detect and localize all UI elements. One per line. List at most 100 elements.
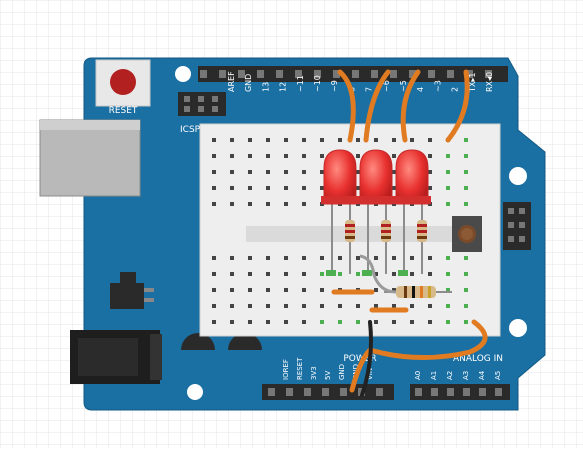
power-pin-label: 3V3: [310, 366, 318, 380]
breadboard-hole: [248, 304, 252, 308]
breadboard-hole: [338, 256, 342, 260]
header-pin: [295, 70, 302, 78]
breadboard-hole: [338, 304, 342, 308]
header-pin: [268, 388, 275, 396]
power-pin-label: VIN: [366, 368, 374, 380]
breadboard-hole: [446, 186, 450, 190]
header-pin: [447, 388, 454, 396]
breadboard-hole: [248, 154, 252, 158]
breadboard-hole: [302, 202, 306, 206]
digital-pin-label: 4: [416, 87, 425, 92]
breadboard-hole: [356, 154, 360, 158]
header-pin: [257, 70, 264, 78]
breadboard-hole: [302, 138, 306, 142]
breadboard-hole: [302, 256, 306, 260]
jumper-wires-orange: [337, 69, 488, 393]
breadboard-hole: [446, 304, 450, 308]
reset-label: RESET: [109, 106, 138, 116]
usb-connector: [39, 119, 141, 197]
breadboard-hole: [284, 320, 288, 324]
breadboard-hole: [212, 202, 216, 206]
breadboard-hole: [230, 202, 234, 206]
breadboard-hole: [464, 154, 468, 158]
digital-pin-label: AREF: [227, 71, 236, 92]
analog-pin-label: A5: [494, 371, 502, 380]
breadboard-hole: [266, 272, 270, 276]
breadboard-hole: [428, 138, 432, 142]
breadboard-hole: [464, 138, 468, 142]
breadboard-hole: [212, 256, 216, 260]
breadboard-hole: [284, 202, 288, 206]
breadboard-hole: [320, 186, 324, 190]
header-pin: [314, 70, 321, 78]
breadboard-hole: [284, 154, 288, 158]
breadboard-hole: [320, 170, 324, 174]
breadboard-hole: [392, 138, 396, 142]
digital-pin-label: ~10: [313, 75, 322, 92]
analog-pin-label: A2: [446, 371, 454, 380]
breadboard-hole: [338, 138, 342, 142]
breadboard-hole: [302, 320, 306, 324]
header-pin: [479, 388, 486, 396]
digital-pin-label: ~6: [382, 80, 391, 92]
breadboard-hole: [320, 320, 324, 324]
header-pin: [200, 70, 207, 78]
breadboard-hole: [464, 320, 468, 324]
breadboard-hole: [212, 288, 216, 292]
analog-pin-label: A4: [478, 370, 486, 380]
digital-pin-label: 13: [261, 82, 270, 92]
led-2: [357, 149, 395, 205]
header-pin: [371, 70, 378, 78]
breadboard-hole: [464, 186, 468, 190]
breadboard-hole: [446, 256, 450, 260]
breadboard-hole: [428, 320, 432, 324]
breadboard-hole: [356, 304, 360, 308]
header-pin: [340, 388, 347, 396]
digital-pin-label: ~11: [296, 75, 305, 92]
breadboard-hole: [230, 138, 234, 142]
breadboard-hole: [230, 256, 234, 260]
header-pin: [322, 388, 329, 396]
breadboard-hole: [248, 138, 252, 142]
breadboard-hole: [212, 320, 216, 324]
breadboard-hole: [230, 154, 234, 158]
breadboard-hole: [410, 304, 414, 308]
breadboard-hole: [392, 186, 396, 190]
breadboard-hole: [410, 272, 414, 276]
jumper-bars: [331, 289, 409, 313]
breadboard-hole: [230, 304, 234, 308]
header-pin: [352, 70, 359, 78]
breadboard-hole: [464, 288, 468, 292]
digital-header-pins: [200, 70, 492, 78]
breadboard-hole: [284, 256, 288, 260]
breadboard-hole: [446, 170, 450, 174]
breadboard-hole: [284, 170, 288, 174]
capacitor: [228, 333, 262, 368]
breadboard-hole: [266, 138, 270, 142]
breadboard-hole: [446, 272, 450, 276]
breadboard-hole: [428, 170, 432, 174]
header-pin: [286, 388, 293, 396]
breadboard-hole: [410, 138, 414, 142]
breadboard-hole: [464, 202, 468, 206]
breadboard-hole: [320, 138, 324, 142]
breadboard-hole: [446, 202, 450, 206]
breadboard-hole: [428, 154, 432, 158]
breadboard-hole: [212, 272, 216, 276]
breadboard-hole: [212, 186, 216, 190]
digital-pin-label: ~5: [399, 80, 408, 92]
analog-pin-label: A0: [414, 371, 422, 380]
header-pin: [276, 70, 283, 78]
power-pin-label: GND: [338, 364, 346, 380]
breadboard-hole: [446, 288, 450, 292]
breadboard-hole: [356, 272, 360, 276]
header-pin: [466, 70, 473, 78]
breadboard-hole: [266, 288, 270, 292]
breadboard-hole: [392, 170, 396, 174]
digital-pin-label: RX◂0: [485, 72, 494, 92]
icsp-label: ICSP: [180, 125, 201, 135]
breadboard-hole: [230, 170, 234, 174]
